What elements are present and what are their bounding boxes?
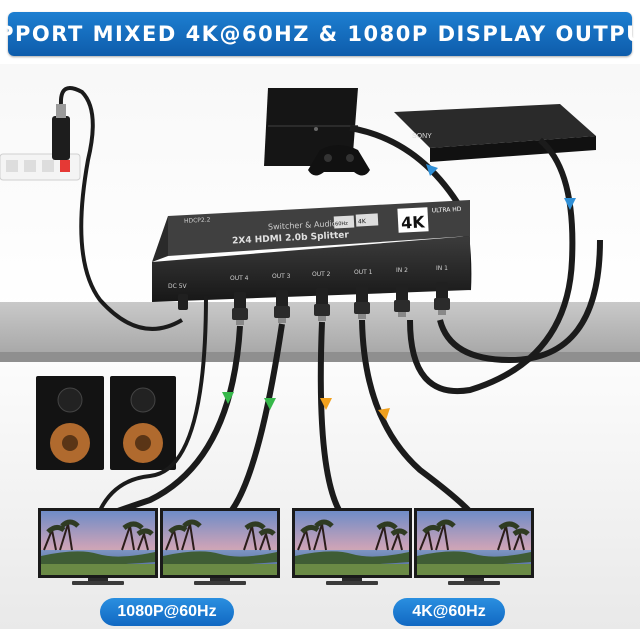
arrow-blue-player [564, 198, 576, 210]
label-4k: 4K@60Hz [393, 598, 505, 626]
splitter-device: 4K ULTRA HD 2X4 HDMI 2.0b Splitter Switc… [152, 200, 470, 302]
tv-4k-left [292, 508, 412, 585]
device-hdcp: HDCP2.2 [184, 216, 211, 224]
arrow-green-out3 [264, 398, 276, 410]
port-label-in2: IN 2 [396, 267, 408, 274]
port-label-out4: OUT 4 [230, 275, 249, 282]
arrow-orange-out2 [320, 398, 332, 410]
cable-out3 [229, 323, 285, 512]
label-1080p-text: 1080P@60Hz [117, 603, 217, 620]
port-label-in1: IN 1 [436, 265, 448, 272]
plug-dc [178, 294, 188, 310]
speaker-right [110, 376, 176, 470]
banner-bar: SUPPORT MIXED 4K@60HZ & 1080P DISPLAY OU… [0, 12, 640, 56]
tv-1080p-right [160, 508, 280, 585]
tv-4k-right [414, 508, 534, 585]
bluray-brand: SONY [412, 133, 432, 140]
cable-loop [437, 239, 603, 364]
label-1080p: 1080P@60Hz [100, 598, 234, 626]
banner-title: SUPPORT MIXED 4K@60HZ & 1080P DISPLAY OU… [0, 22, 640, 46]
cable-player-to-in2 [407, 137, 576, 395]
device-model-line2: Switcher & Audio [268, 219, 337, 232]
cable-out2 [317, 321, 343, 514]
port-label-out3: OUT 3 [272, 273, 291, 280]
usb-power-plug [52, 104, 70, 160]
label-4k-text: 4K@60Hz [412, 603, 486, 620]
bluray-player: SONY [394, 104, 596, 162]
arrow-orange-out1 [378, 408, 390, 420]
port-label-dc5v: DC 5V [168, 283, 188, 290]
arrow-blue-console [426, 164, 438, 176]
device-chip-60hz: 60Hz [335, 221, 348, 228]
port-label-out1: OUT 1 [354, 269, 373, 276]
device-badge: ULTRA HD [432, 206, 462, 215]
cable-out1 [359, 319, 475, 516]
banner: SUPPORT MIXED 4K@60HZ & 1080P DISPLAY OU… [0, 0, 640, 64]
port-label-out2: OUT 2 [312, 271, 331, 278]
tv-1080p-left [38, 508, 158, 585]
device-chip-4k: 4K [358, 218, 367, 225]
device-logo: 4K [401, 212, 426, 232]
cable-audio [94, 295, 208, 521]
speaker-left [36, 376, 104, 470]
power-strip [0, 153, 81, 181]
arrow-green-out4 [222, 392, 234, 404]
gamepad [308, 145, 370, 176]
usb-cable [58, 86, 184, 331]
